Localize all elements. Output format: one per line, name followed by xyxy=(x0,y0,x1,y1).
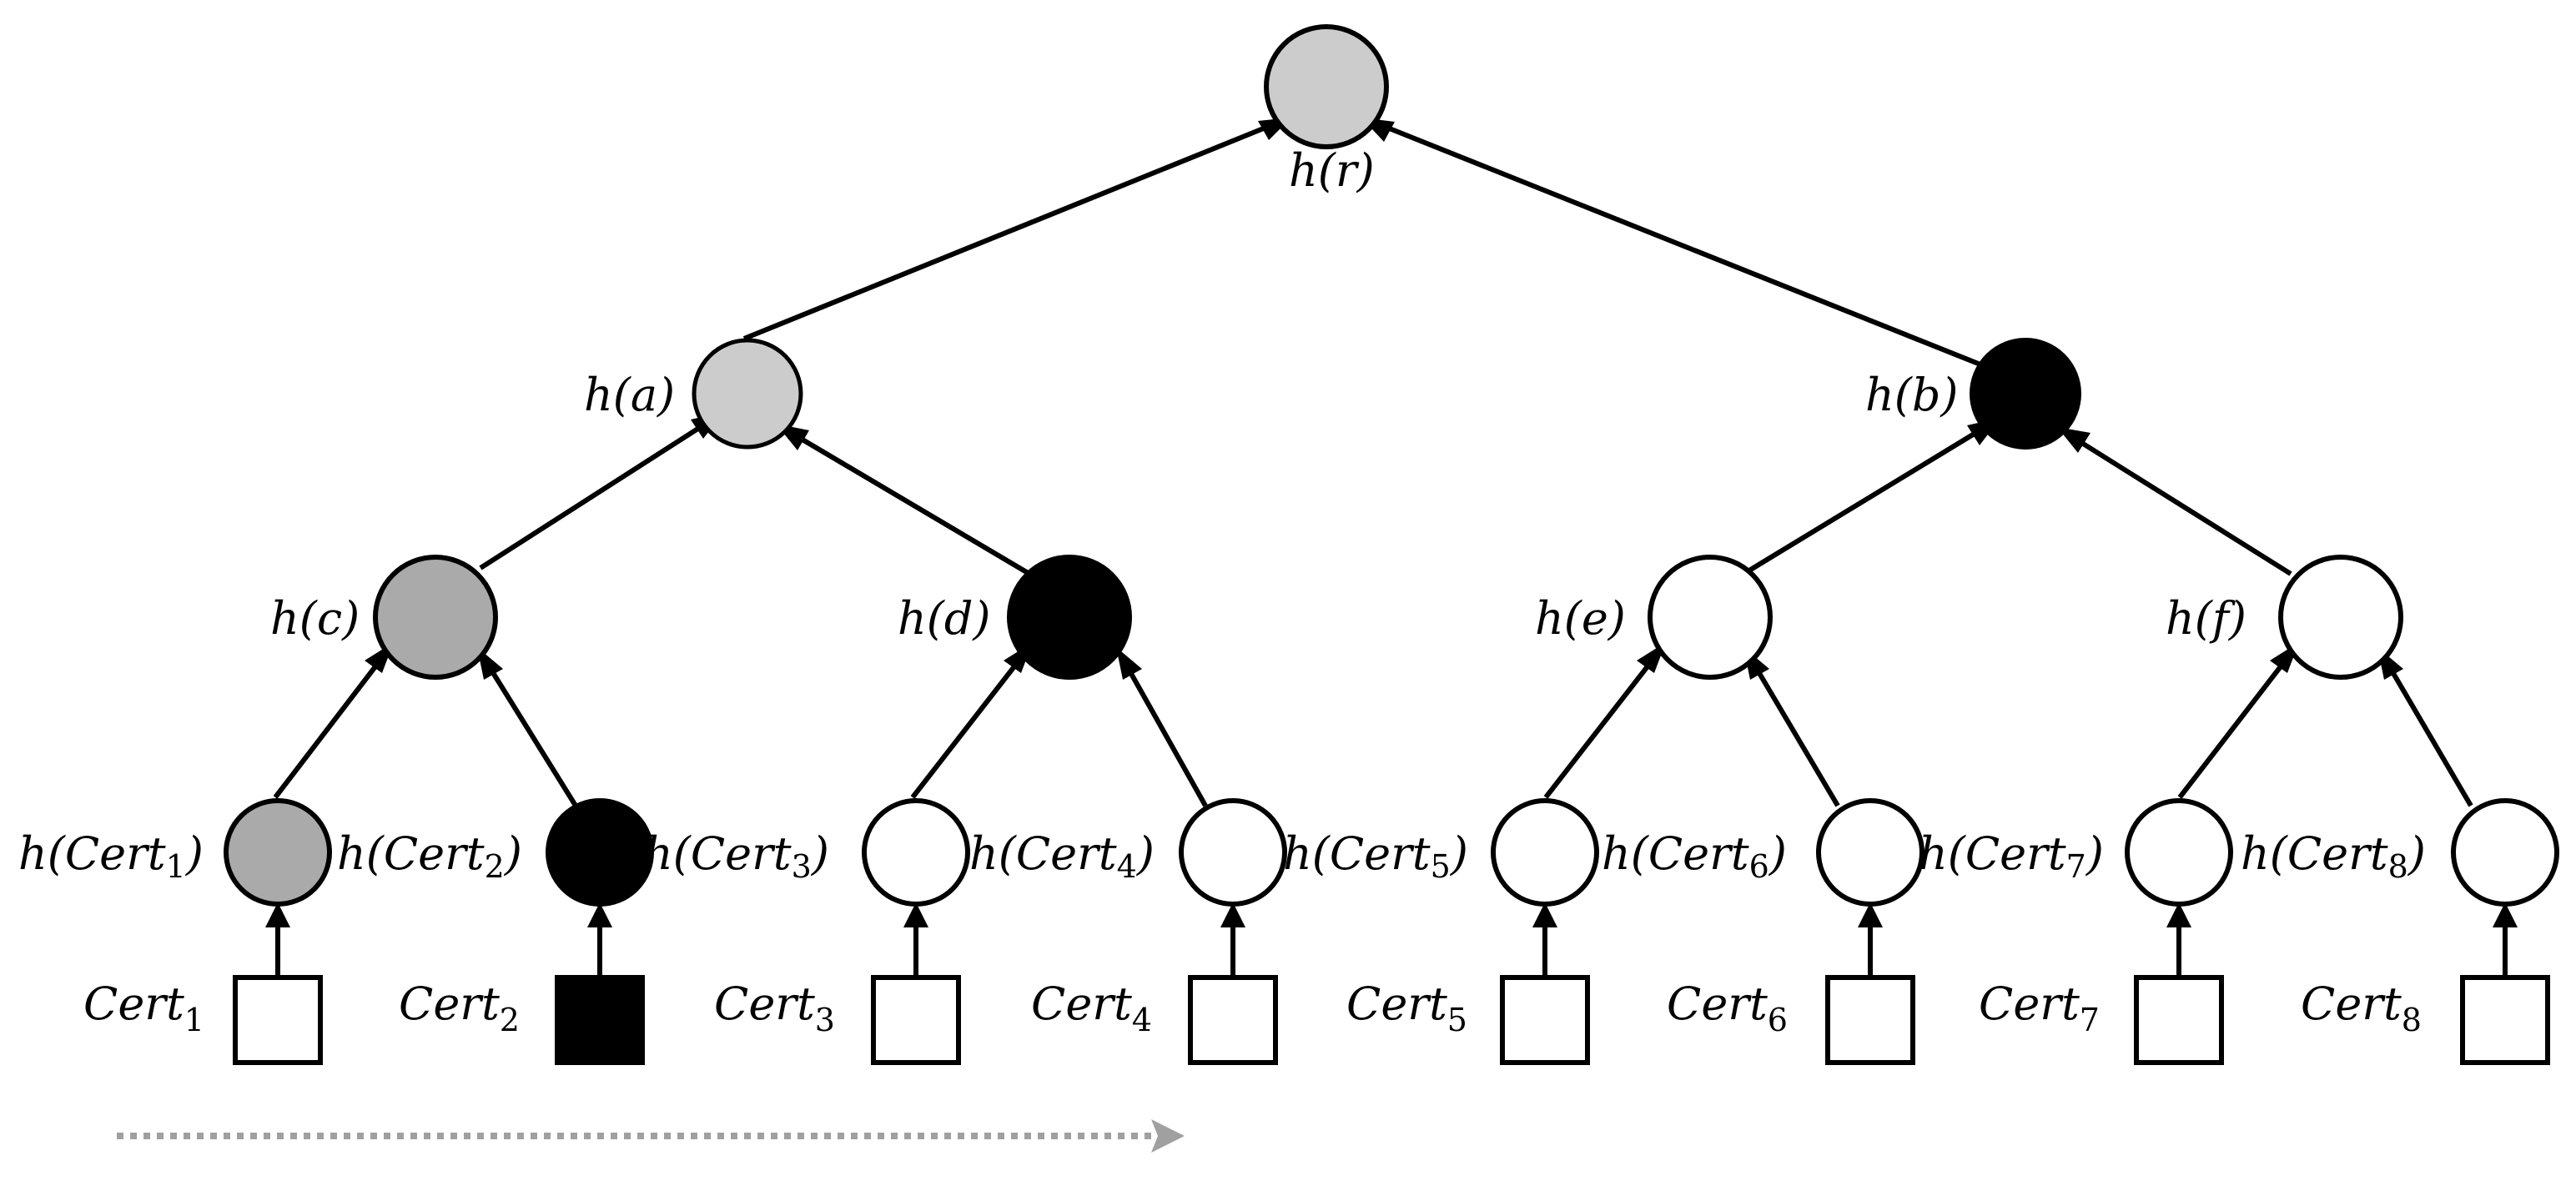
edge-hcert7-to-f xyxy=(2177,657,2289,799)
edge-hcert1-to-c xyxy=(273,657,384,799)
node-hcert-6 xyxy=(1816,798,1924,907)
label-cert-2: Cert2 xyxy=(399,977,520,1038)
edge-hcert2-to-c xyxy=(486,663,578,807)
node-hcert-8 xyxy=(2451,798,2559,907)
arrowhead-cert6-up xyxy=(1858,902,1883,927)
label-hcert-3: h(Cert3) xyxy=(644,827,829,885)
edge-c-to-a xyxy=(479,421,707,570)
edge-e-to-b xyxy=(1739,427,1983,578)
label-cert-1: Cert1 xyxy=(83,977,204,1038)
node-b xyxy=(1970,338,2081,450)
edge-a-to-r xyxy=(742,123,1271,341)
cert-box-2 xyxy=(555,975,645,1065)
edge-hcert6-to-e xyxy=(1752,663,1840,807)
node-hcert-4 xyxy=(1179,798,1287,907)
certificate-boxes xyxy=(233,975,2550,1065)
edge-hcert4-to-d xyxy=(1124,663,1208,807)
label-hcert-2: h(Cert2) xyxy=(337,827,522,885)
edge-d-to-a xyxy=(791,431,1031,576)
label-cert-7: Cert7 xyxy=(1979,977,2100,1038)
node-a xyxy=(692,338,803,450)
label-cert-8: Cert8 xyxy=(2301,977,2422,1038)
node-e xyxy=(1648,555,1773,680)
label-h-c: h(c) xyxy=(270,592,360,645)
cert-box-5 xyxy=(1500,975,1590,1065)
arrowhead-cert3-up xyxy=(903,902,928,927)
arrowhead-cert4-up xyxy=(1220,902,1245,927)
edge-hcert8-to-f xyxy=(2386,663,2473,807)
node-hcert-5 xyxy=(1491,798,1599,907)
node-f xyxy=(2278,555,2403,680)
label-h-e: h(e) xyxy=(1535,592,1626,645)
arrowhead-cert7-up xyxy=(2166,902,2191,927)
label-hcert-8: h(Cert8) xyxy=(2241,827,2426,885)
label-cert-4: Cert4 xyxy=(1031,977,1152,1038)
tree-edges xyxy=(273,123,2508,977)
arrowhead-cert5-up xyxy=(1532,902,1557,927)
node-hcert-7 xyxy=(2125,798,2233,907)
node-d xyxy=(1007,555,1132,680)
dotted-arrow-head xyxy=(1151,1119,1185,1153)
hash-leaf-nodes xyxy=(224,798,2559,907)
cert-box-7 xyxy=(2134,975,2224,1065)
label-cert-6: Cert6 xyxy=(1667,977,1788,1038)
cert-box-3 xyxy=(871,975,961,1065)
arrowhead-f-to-b xyxy=(2057,427,2090,453)
internal-node-labels: h(r) h(a) h(b) h(c) h(d) h(e) h(f) xyxy=(270,144,2246,645)
cert-box-4 xyxy=(1188,975,1278,1065)
arrowhead-cert2-up xyxy=(587,902,612,927)
internal-nodes xyxy=(373,24,2403,680)
label-hcert-1: h(Cert1) xyxy=(18,827,204,885)
edge-hcert5-to-e xyxy=(1543,657,1656,799)
arrowhead-hcert4-to-d xyxy=(1116,647,1142,680)
label-cert-3: Cert3 xyxy=(714,977,835,1038)
node-hcert-2 xyxy=(546,798,654,907)
node-hcert-3 xyxy=(862,798,970,907)
label-h-f: h(f) xyxy=(2166,592,2246,645)
node-r xyxy=(1264,24,1389,149)
label-h-b: h(b) xyxy=(1865,369,1958,421)
cert-box-6 xyxy=(1825,975,1915,1065)
label-cert-5: Cert5 xyxy=(1346,977,1467,1038)
label-h-a: h(a) xyxy=(584,369,675,421)
certificate-labels: Cert1 Cert2 Cert3 Cert4 Cert5 Cert6 Cert… xyxy=(83,977,2422,1038)
traversal-direction-arrow xyxy=(117,1119,1185,1153)
cert-box-1 xyxy=(233,975,323,1065)
hash-leaf-labels: h(Cert1) h(Cert2) h(Cert3) h(Cert4) h(Ce… xyxy=(18,827,2426,885)
label-h-d: h(d) xyxy=(898,592,990,645)
arrowhead-cert8-up xyxy=(2493,902,2518,927)
node-c xyxy=(373,555,498,680)
label-hcert-5: h(Cert5) xyxy=(1283,827,1468,885)
arrowhead-cert1-up xyxy=(265,902,290,927)
edge-b-to-r xyxy=(1381,123,1990,370)
label-hcert-4: h(Cert4) xyxy=(969,827,1155,885)
cert-box-8 xyxy=(2460,975,2550,1065)
label-hcert-7: h(Cert7) xyxy=(1919,827,2104,885)
edge-hcert3-to-d xyxy=(910,657,1023,799)
label-h-r: h(r) xyxy=(1289,144,1375,197)
node-hcert-1 xyxy=(224,798,332,907)
label-hcert-6: h(Cert6) xyxy=(1602,827,1787,885)
edge-f-to-b xyxy=(2072,435,2292,576)
